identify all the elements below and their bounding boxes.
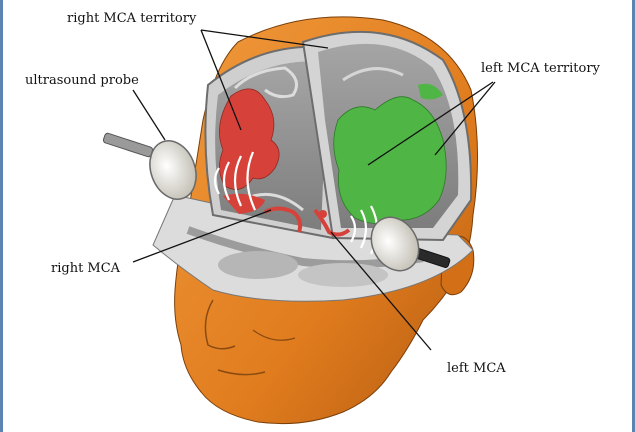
label-right-mca: right MCA [51, 262, 120, 275]
ultrasound-probe-right [103, 133, 204, 206]
label-left-mca-territory: left MCA territory [481, 62, 600, 75]
label-left-mca: left MCA [447, 362, 506, 375]
label-right-mca-territory: right MCA territory [67, 12, 196, 25]
label-ultrasound-probe: ultrasound probe [25, 74, 139, 87]
left-mca-territory-region [334, 97, 446, 224]
